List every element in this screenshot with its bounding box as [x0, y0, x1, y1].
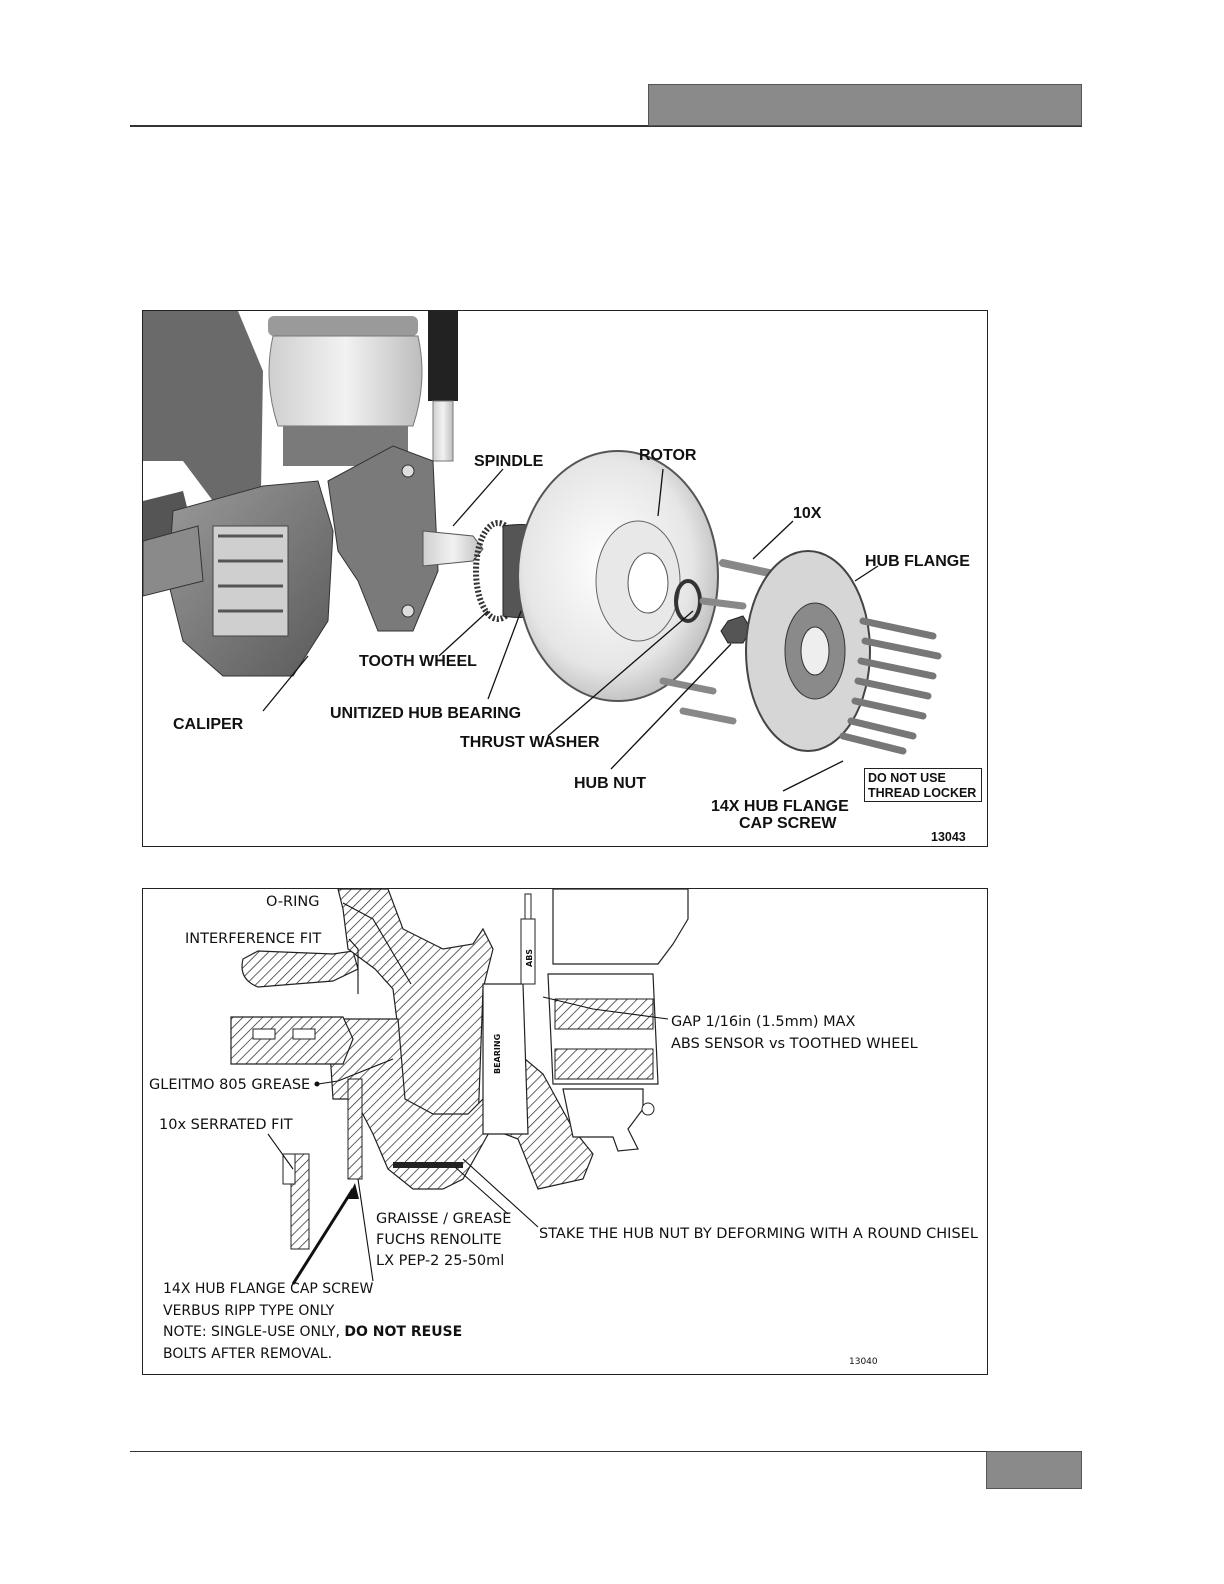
label-rotor: ROTOR	[639, 447, 697, 464]
hub-flange-bore	[800, 626, 830, 676]
hub-nut	[720, 615, 752, 644]
label-cap-screw-line2: CAP SCREW	[739, 815, 837, 832]
rotor-bore	[627, 552, 669, 614]
caliper-detail	[218, 534, 283, 613]
steering-knuckle	[327, 445, 439, 632]
bracket-bolt	[641, 1102, 655, 1116]
label-hub-nut: HUB NUT	[574, 775, 646, 792]
label-stake-nut: STAKE THE HUB NUT BY DEFORMING WITH A RO…	[539, 1226, 978, 1242]
note-line1: DO NOT USE	[868, 771, 946, 785]
label-interference-fit: INTERFERENCE FIT	[185, 931, 321, 947]
stud-head	[282, 1153, 296, 1185]
bearing-label: BEARING	[493, 1034, 502, 1074]
shock-absorber-rod	[432, 400, 454, 462]
bearing	[482, 983, 529, 1135]
exploded-view-drawing: SPINDLE ROTOR 10X HUB FLANGE TOOTH WHEEL…	[143, 311, 970, 844]
cross-section-drawing: BEARING ABS	[149, 889, 978, 1367]
air-spring-top-plate	[268, 316, 418, 336]
cap-note-line2: VERBUS RIPP TYPE ONLY	[163, 1302, 335, 1319]
cap-screw-section	[347, 1078, 363, 1180]
rotor-vent	[292, 1028, 316, 1040]
arrow-head	[347, 1183, 359, 1199]
label-grease-line1: GRAISSE / GREASE	[376, 1211, 511, 1227]
label-gap-line2: ABS SENSOR vs TOOTHED WHEEL	[671, 1036, 918, 1052]
rotor-hat-section	[230, 1016, 354, 1065]
stud	[699, 597, 747, 610]
knuckle-bolt	[401, 604, 415, 618]
rotor-vent	[252, 1028, 276, 1040]
brake-chamber	[143, 525, 204, 597]
exploded-view-figure: SPINDLE ROTOR 10X HUB FLANGE TOOTH WHEEL…	[142, 310, 988, 847]
label-o-ring: O-RING	[266, 894, 319, 910]
label-10x: 10X	[793, 505, 822, 522]
note-line2: THREAD LOCKER	[868, 786, 977, 800]
label-caliper: CALIPER	[173, 716, 244, 733]
caliper-pads	[212, 525, 289, 637]
stud	[679, 707, 737, 725]
label-hub-flange: HUB FLANGE	[865, 553, 970, 570]
cap-note-line4: BOLTS AFTER REMOVAL.	[163, 1345, 333, 1362]
rotor-right-hatch	[554, 998, 654, 1030]
rotor-right-section	[547, 973, 659, 1085]
label-serrated-fit: 10x SERRATED FIT	[159, 1117, 293, 1133]
air-spring	[268, 335, 423, 427]
rotor-right-hatch	[554, 1048, 654, 1080]
label-cap-screw-line1: 14X HUB FLANGE	[711, 798, 849, 815]
arrow-cap-screw	[291, 1188, 355, 1285]
cap-note-line1: 14X HUB FLANGE CAP SCREW	[163, 1281, 374, 1297]
abs-label: ABS	[525, 949, 534, 967]
caliper-outline	[552, 889, 689, 965]
footer-rule	[130, 1451, 1082, 1452]
label-grease-line3: LX PEP-2 25-50ml	[376, 1253, 504, 1269]
stud	[659, 677, 717, 695]
knuckle-bolt	[401, 464, 415, 478]
label-tooth-wheel: TOOTH WHEEL	[359, 653, 477, 670]
grease-fill	[393, 1162, 463, 1168]
lower-bracket	[562, 1088, 644, 1152]
knuckle-arm	[241, 950, 359, 988]
shock-absorber-body	[428, 311, 458, 401]
footer-page-block	[986, 1451, 1082, 1489]
spindle-shaft	[422, 530, 484, 567]
cap-note-line3: NOTE: SINGLE-USE ONLY, DO NOT REUSE	[163, 1322, 462, 1344]
header-rule	[130, 125, 1082, 127]
leader-lines	[262, 468, 879, 792]
cap-screw-note: 14X HUB FLANGE CAP SCREW VERBUS RIPP TYP…	[163, 1279, 462, 1365]
label-spindle: SPINDLE	[474, 453, 544, 470]
label-unitized-hub-bearing: UNITIZED HUB BEARING	[330, 705, 521, 722]
cap-screws	[839, 617, 942, 755]
leader-lines	[267, 902, 669, 1282]
cap-note-line3-prefix: NOTE: SINGLE-USE ONLY,	[163, 1324, 345, 1340]
figure-number: 13043	[931, 830, 966, 844]
hub-section	[327, 1018, 594, 1190]
label-gap-line1: GAP 1/16in (1.5mm) MAX	[671, 1014, 856, 1030]
abs-sensor-wire	[524, 893, 532, 920]
cross-section-figure: BEARING ABS	[142, 888, 988, 1375]
label-grease-line2: FUCHS RENOLITE	[376, 1232, 502, 1248]
frame-bracket	[143, 311, 263, 541]
cap-note-line3-bold: DO NOT REUSE	[344, 1324, 463, 1340]
figure-number: 13040	[849, 1357, 878, 1367]
label-thrust-washer: THRUST WASHER	[460, 734, 600, 751]
header-tab-block	[648, 84, 1082, 126]
thread-locker-note: DO NOT USE THREAD LOCKER	[864, 768, 982, 802]
label-gleitmo-grease: GLEITMO 805 GREASE	[149, 1077, 310, 1093]
